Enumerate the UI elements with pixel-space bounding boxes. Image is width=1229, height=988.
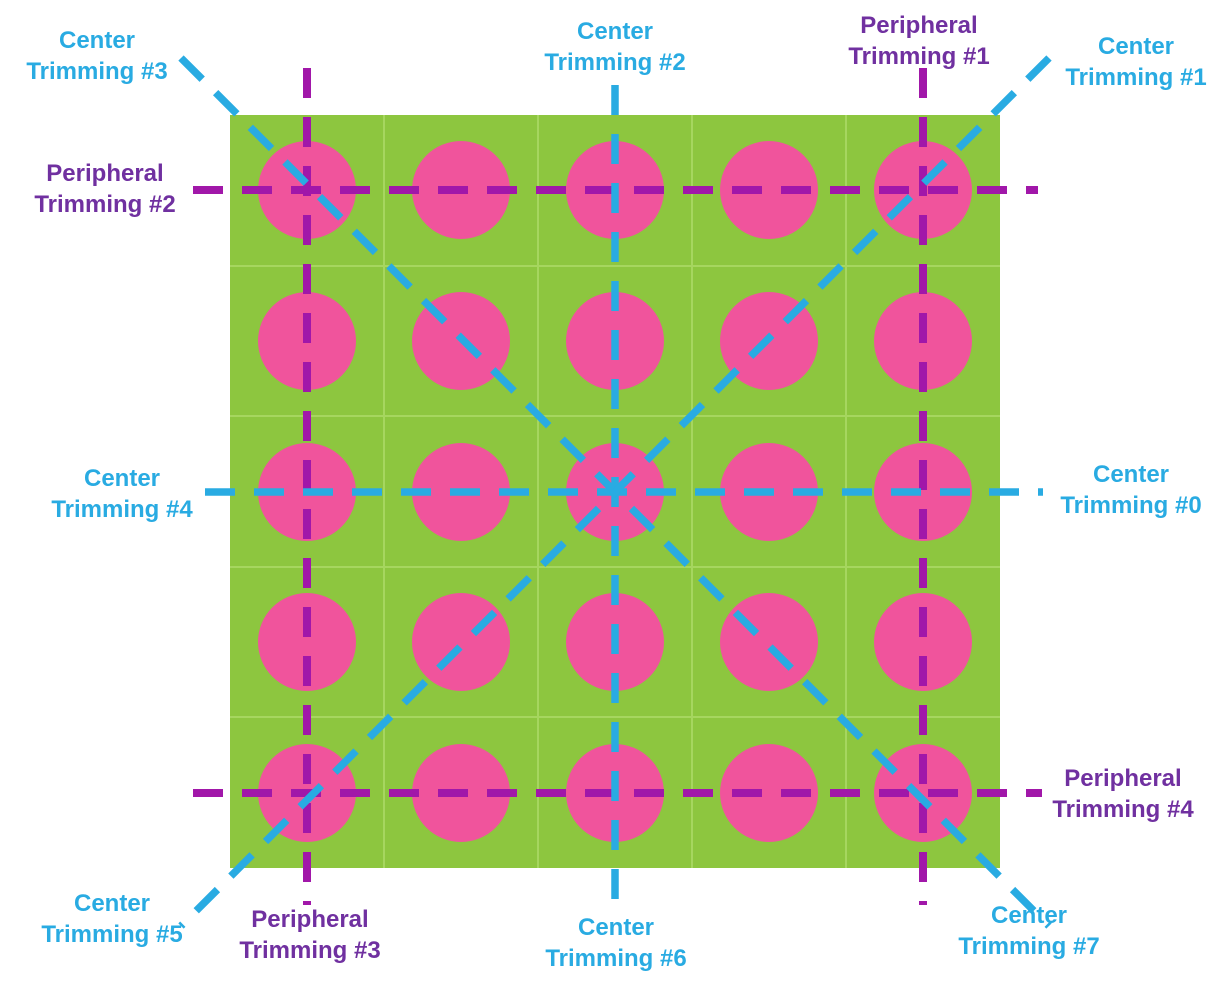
label-line2: Trimming #4 — [1052, 796, 1194, 823]
grid-dot — [720, 593, 818, 691]
grid-dot — [720, 141, 818, 239]
center-trimming-lines — [178, 55, 1052, 929]
label-line1: Center — [990, 902, 1068, 929]
grid-dot — [874, 744, 972, 842]
label-line2: Trimming #0 — [1060, 492, 1202, 519]
label-center-trimming-6: Center Trimming #6 — [545, 912, 686, 974]
label-center-trimming-5: Center Trimming #5 — [41, 888, 182, 950]
label-peripheral-trimming-3: Peripheral Trimming #3 — [239, 904, 380, 966]
label-line2: Trimming #2 — [544, 49, 686, 76]
label-line1: Center — [1092, 461, 1170, 488]
grid-dot — [874, 443, 972, 541]
label-line2: Trimming #6 — [545, 945, 687, 972]
label-line2: Trimming #1 — [1065, 64, 1207, 91]
peripheral-trimming-lines — [193, 68, 1042, 905]
label-line1: Peripheral — [1064, 765, 1182, 792]
label-line2: Trimming #4 — [51, 496, 193, 523]
label-line1: Center — [576, 18, 654, 45]
label-line1: Peripheral — [251, 906, 369, 933]
grid-dot — [874, 593, 972, 691]
label-line1: Center — [577, 914, 655, 941]
label-line2: Trimming #3 — [239, 937, 381, 964]
label-line2: Trimming #2 — [34, 191, 176, 218]
label-line1: Center — [83, 465, 161, 492]
center-trimming-line-diagonal-ne-sw — [178, 55, 1052, 929]
label-line2: Trimming #5 — [41, 921, 183, 948]
label-line1: Peripheral — [46, 160, 164, 187]
label-line2: Trimming #7 — [958, 933, 1100, 960]
label-line1: Peripheral — [860, 12, 978, 39]
label-center-trimming-7: Center Trimming #7 — [958, 900, 1099, 962]
label-center-trimming-3: Center Trimming #3 — [26, 25, 167, 87]
label-center-trimming-1: Center Trimming #1 — [1065, 31, 1206, 93]
label-line1: Center — [1097, 33, 1175, 60]
label-line1: Center — [58, 27, 136, 54]
label-peripheral-trimming-4: Peripheral Trimming #4 — [1052, 763, 1193, 825]
grid-lines — [230, 115, 1000, 868]
label-center-trimming-2: Center Trimming #2 — [544, 16, 685, 78]
label-peripheral-trimming-1: Peripheral Trimming #1 — [848, 10, 989, 72]
label-line2: Trimming #1 — [848, 43, 990, 70]
label-line1: Center — [73, 890, 151, 917]
label-peripheral-trimming-2: Peripheral Trimming #2 — [34, 158, 175, 220]
label-center-trimming-0: Center Trimming #0 — [1060, 459, 1201, 521]
grid-dot — [258, 593, 356, 691]
grid-dot — [720, 744, 818, 842]
grid-dot — [412, 593, 510, 691]
label-line2: Trimming #3 — [26, 58, 168, 85]
label-center-trimming-4: Center Trimming #4 — [51, 463, 192, 525]
